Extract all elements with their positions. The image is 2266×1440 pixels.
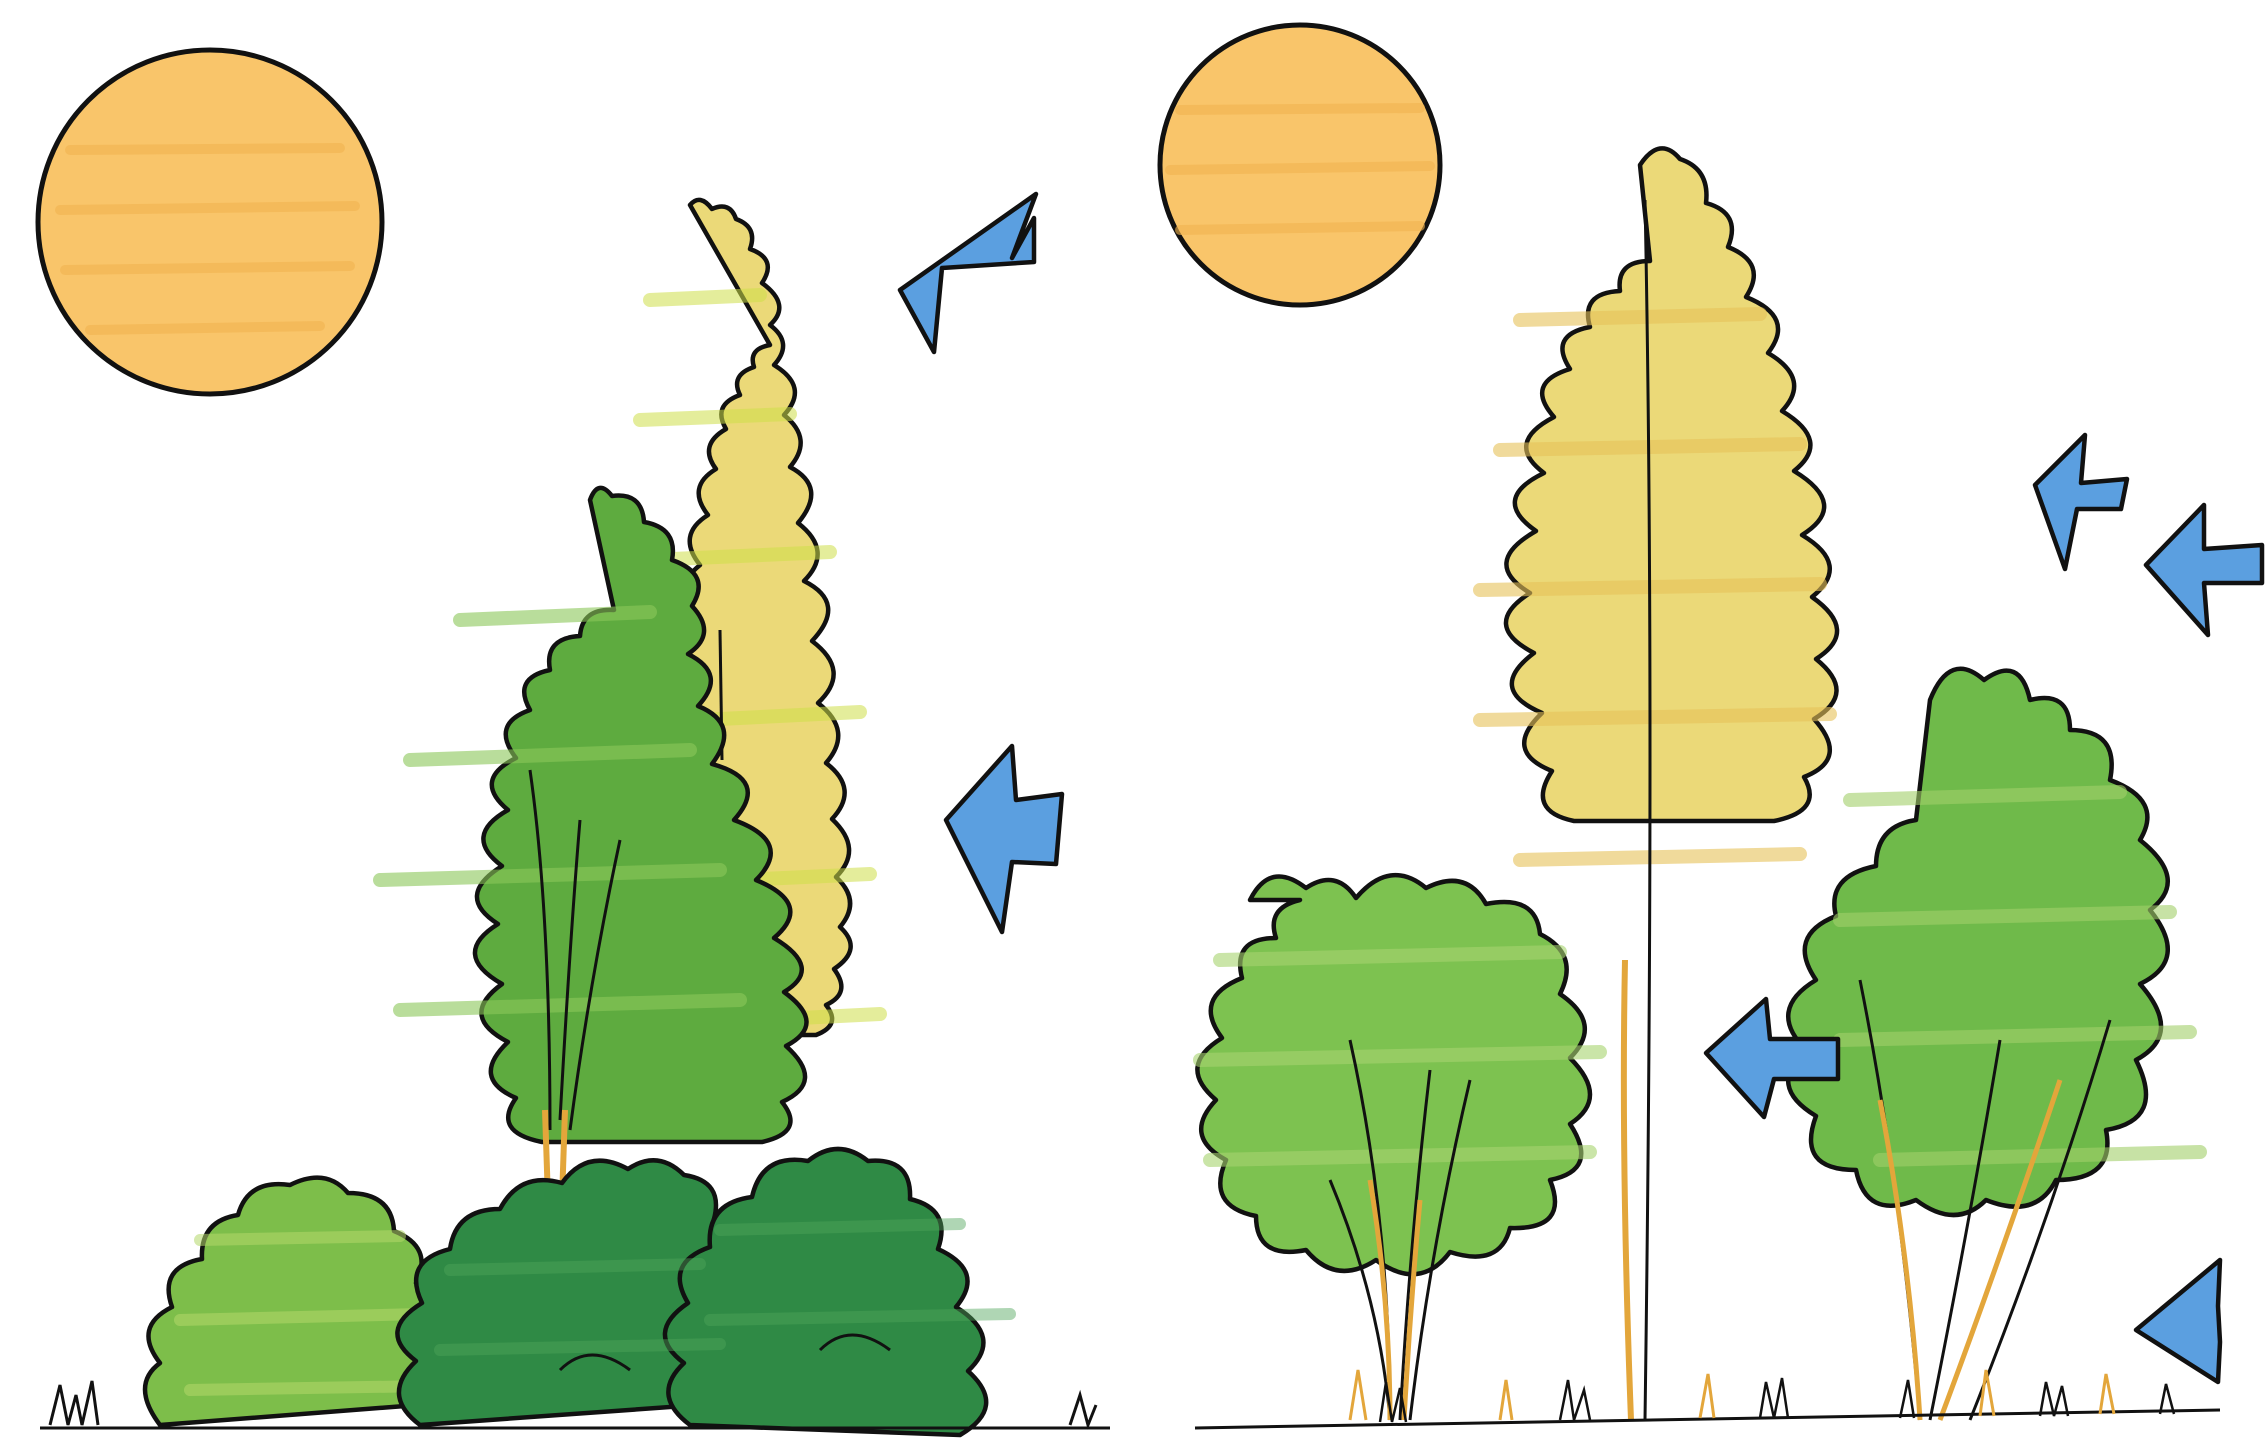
wind-arrow-icon — [946, 746, 1062, 932]
shrub-icon — [145, 1178, 438, 1425]
right-panel — [1160, 25, 2262, 1428]
tree-icon — [1197, 875, 1600, 1420]
green-tree-right-right-panel — [1788, 669, 2168, 1215]
wind-arrow-icon — [2035, 435, 2127, 569]
tree-icon — [1480, 148, 1837, 1420]
tree-icon — [1788, 669, 2200, 1420]
wind-arrow-icon — [2146, 505, 2262, 635]
sun-icon — [38, 50, 382, 394]
left-panel — [38, 50, 1110, 1435]
green-tree-left-right-panel — [1197, 875, 1590, 1274]
grass-icon — [1195, 1370, 2220, 1428]
wind-arrow-icon — [900, 194, 1036, 352]
sun-icon — [1160, 25, 1440, 305]
wind-arrow-icon — [2136, 1260, 2220, 1382]
shrub-icon — [397, 1149, 1010, 1435]
